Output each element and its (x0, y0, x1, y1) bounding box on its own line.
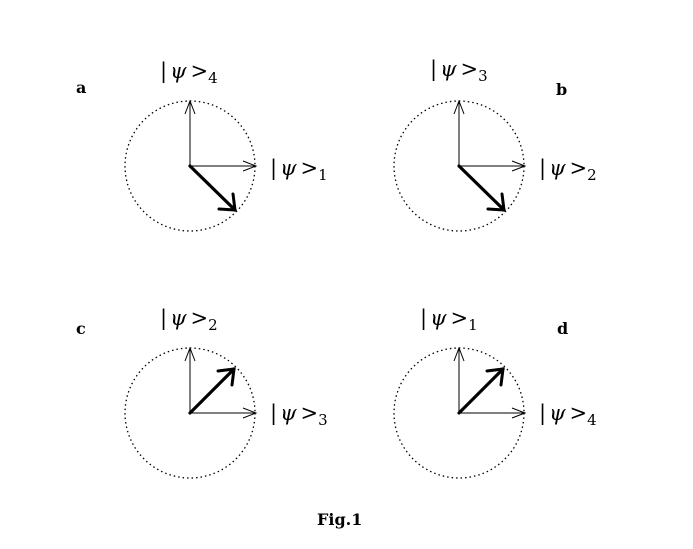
panel-d-horizontal-ket-label: |ψ>4 (539, 401, 597, 429)
panel-b-state-vector-arrow (457, 164, 506, 212)
panel-d-vertical-axis-arrow (453, 346, 465, 413)
panel-b-vertical-axis-arrow (453, 99, 465, 166)
panel-b-horizontal-axis-arrow (459, 160, 527, 172)
panel-c-horizontal-axis-arrow (190, 407, 258, 419)
panel-a-state-vector-arrow (188, 164, 237, 212)
figure-caption: Fig.1 (317, 510, 362, 529)
panel-d: d |ψ>1 |ψ>4 (393, 306, 597, 479)
panel-letter-c: c (76, 319, 86, 338)
panel-b: b |ψ>3 |ψ>2 (393, 57, 597, 232)
panel-a-vertical-axis-arrow (184, 99, 196, 166)
panel-a: a |ψ>4 |ψ>1 (76, 59, 328, 232)
panel-d-vertical-ket-label: |ψ>1 (420, 306, 478, 334)
panel-d-state-vector-arrow (457, 367, 505, 415)
panel-a-vertical-ket-label: |ψ>4 (160, 59, 218, 87)
panel-letter-a: a (76, 78, 86, 97)
panel-c-vertical-axis-arrow (184, 346, 196, 413)
panel-a-horizontal-ket-label: |ψ>1 (270, 156, 328, 184)
panel-d-horizontal-axis-arrow (459, 407, 527, 419)
panel-c-vertical-ket-label: |ψ>2 (160, 306, 218, 334)
panel-c-state-vector-arrow (188, 367, 236, 415)
panel-b-vertical-ket-label: |ψ>3 (430, 57, 488, 85)
panel-letter-d: d (557, 319, 568, 338)
panel-letter-b: b (556, 80, 567, 99)
panel-c: c |ψ>2 |ψ>3 (76, 306, 328, 479)
panel-a-horizontal-axis-arrow (190, 160, 258, 172)
panel-c-horizontal-ket-label: |ψ>3 (270, 401, 328, 429)
panel-b-horizontal-ket-label: |ψ>2 (539, 156, 597, 184)
